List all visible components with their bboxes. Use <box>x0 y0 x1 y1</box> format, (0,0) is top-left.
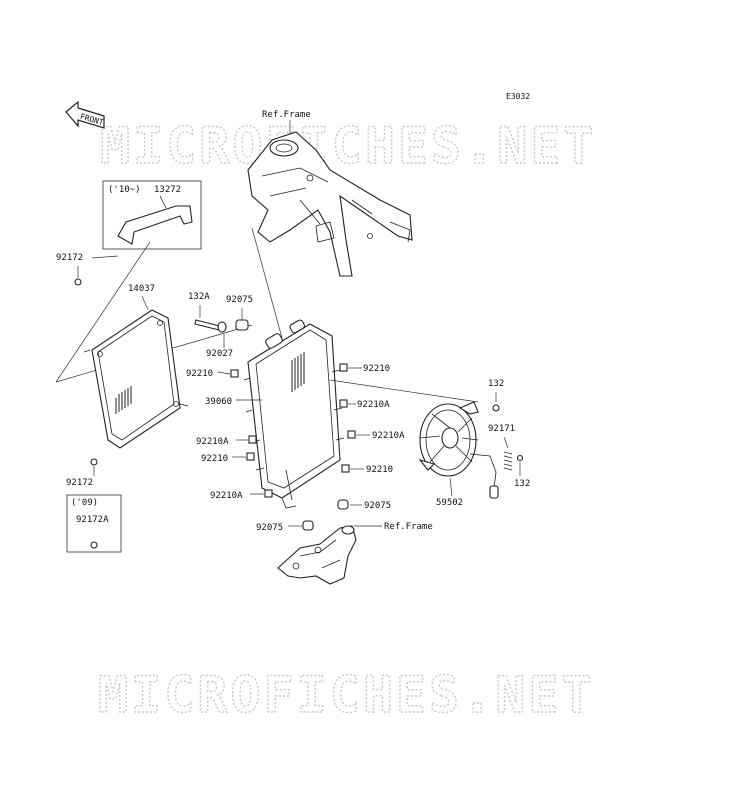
bolt-132a-icon <box>194 319 221 331</box>
nut-92210-left-lower-icon <box>246 452 255 461</box>
label-132-upper: 132 <box>488 379 504 389</box>
nut-92210a-right-upper-icon <box>339 399 348 408</box>
frame-upper-drawing <box>247 131 413 277</box>
bracket-drawing <box>117 195 193 245</box>
leader-bracket-screen <box>55 241 151 383</box>
model-box-lower-label: ('09) <box>71 498 98 508</box>
front-arrow-icon: FRONT <box>65 100 105 129</box>
label-59502: 59502 <box>436 498 463 508</box>
label-ref-frame-lower: Ref.Frame <box>384 522 433 532</box>
diagram-code: E3032 <box>506 92 530 101</box>
bolt-92172-upper-icon <box>74 278 82 286</box>
label-92027: 92027 <box>206 349 233 359</box>
label-ref-frame-upper: Ref.Frame <box>262 110 311 120</box>
watermark-top: MICROFICHES.NET <box>100 117 597 175</box>
label-39060: 39060 <box>205 397 232 407</box>
collar-92075-lower-left-icon <box>302 520 314 531</box>
nut-92210a-right-lower-icon <box>347 430 356 439</box>
label-92210a-right-upper: 92210A <box>357 400 390 410</box>
leader-frame-radiator <box>251 227 283 339</box>
label-92210a-bottom: 92210A <box>210 491 243 501</box>
frame-lower-drawing <box>277 525 357 585</box>
spring-92171-icon <box>503 451 513 471</box>
label-132-lower: 132 <box>514 479 530 489</box>
nut-92210a-bottom-icon <box>264 489 273 498</box>
label-92075-lower-right: 92075 <box>364 501 391 511</box>
nut-92210-right-lower-icon <box>341 464 350 473</box>
leader-radiator-fan <box>329 379 479 403</box>
nut-92210-right-upper-icon <box>339 363 348 372</box>
collar-92075-lower-right-icon <box>337 499 349 510</box>
collar-92075-upper-icon <box>235 319 249 331</box>
model-box-upper-label: ('10~) <box>108 185 141 195</box>
label-92210-right-upper: 92210 <box>363 364 390 374</box>
bolt-92172-lower-icon <box>90 458 98 466</box>
washer-icon <box>217 321 227 333</box>
label-132a: 132A <box>188 292 210 302</box>
label-14037: 14037 <box>128 284 155 294</box>
label-92172a: 92172A <box>76 515 109 525</box>
model-box-upper <box>102 180 202 250</box>
label-92210a-left: 92210A <box>196 437 229 447</box>
radiator-screen-drawing <box>83 309 189 449</box>
bolt-92172a-icon <box>90 541 98 549</box>
label-92210a-right-lower: 92210A <box>372 431 405 441</box>
label-92210-right-lower: 92210 <box>366 465 393 475</box>
label-92075-upper: 92075 <box>226 295 253 305</box>
radiator-drawing <box>243 319 345 509</box>
label-92171: 92171 <box>488 424 515 434</box>
nut-92210a-left-icon <box>248 435 257 444</box>
label-92210-left-lower: 92210 <box>201 454 228 464</box>
bolt-132-lower-icon <box>516 454 524 462</box>
label-92075-lower-left: 92075 <box>256 523 283 533</box>
bolt-132-upper-icon <box>492 404 500 412</box>
label-92172-upper: 92172 <box>56 253 83 263</box>
label-92210-left-upper: 92210 <box>186 369 213 379</box>
label-13272: 13272 <box>154 185 181 195</box>
label-92172-lower: 92172 <box>66 478 93 488</box>
front-arrow-label: FRONT <box>79 112 105 127</box>
model-box-lower <box>66 494 122 553</box>
watermark-bottom: MICROFICHES.NET <box>98 666 595 724</box>
fan-drawing <box>418 401 499 499</box>
nut-92210-left-upper-icon <box>230 369 239 378</box>
